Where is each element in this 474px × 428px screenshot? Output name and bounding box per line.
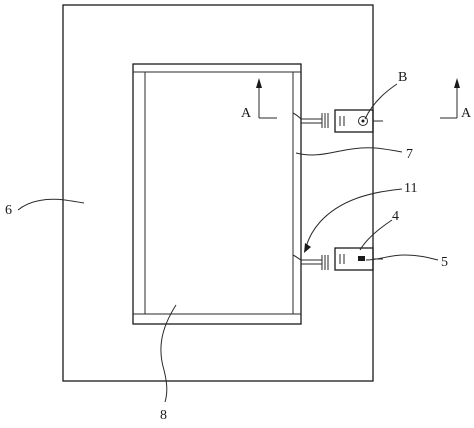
label-b: B xyxy=(398,70,407,85)
label-section-left: A xyxy=(241,106,252,121)
section-marker-left xyxy=(256,78,277,119)
leader-4 xyxy=(359,219,393,251)
leader-11-arrow xyxy=(304,243,311,253)
leader-b xyxy=(364,83,398,120)
lower-connector xyxy=(292,247,383,271)
leader-6 xyxy=(17,198,85,211)
label-8: 8 xyxy=(160,408,167,423)
label-section-right: A xyxy=(461,106,472,121)
inner-frame xyxy=(132,63,302,325)
label-6: 6 xyxy=(5,203,12,218)
label-7: 7 xyxy=(406,147,413,162)
leader-7 xyxy=(295,147,403,156)
section-marker-right xyxy=(440,78,460,119)
leader-5 xyxy=(365,254,439,261)
leader-8 xyxy=(160,304,177,403)
leader-11 xyxy=(305,188,403,248)
label-5: 5 xyxy=(441,255,448,270)
label-11: 11 xyxy=(404,181,417,196)
upper-connector xyxy=(292,109,383,133)
label-4: 4 xyxy=(392,209,399,224)
outer-plate xyxy=(62,4,374,382)
